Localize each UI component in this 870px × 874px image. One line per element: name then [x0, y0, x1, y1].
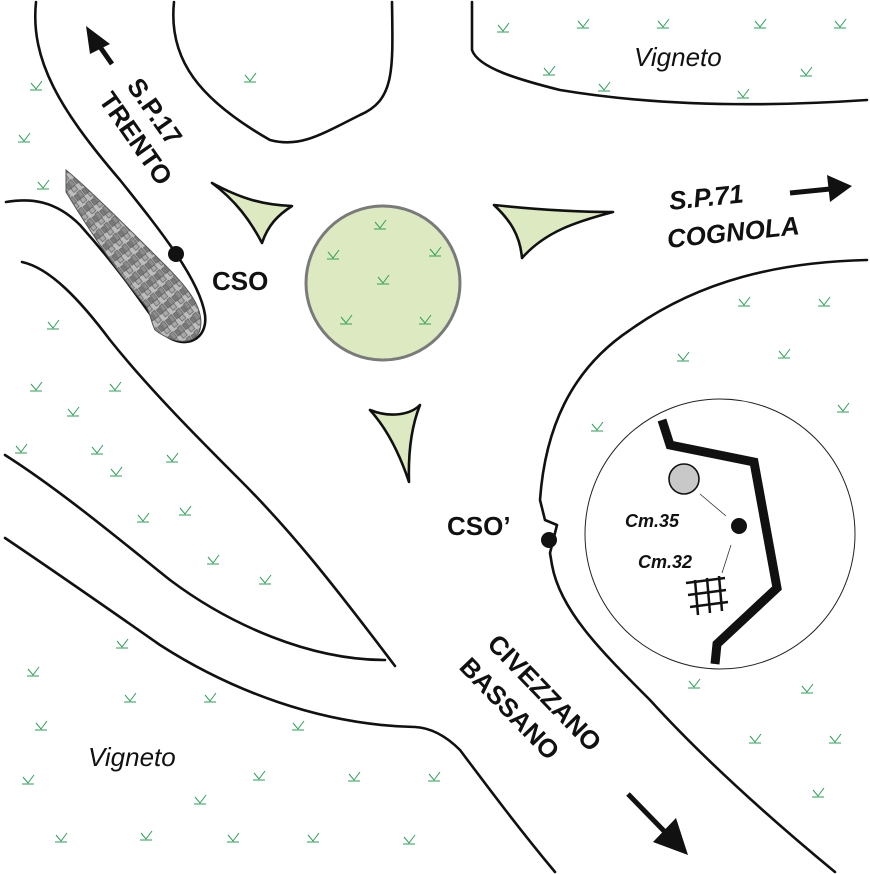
west-middle-edge — [3, 453, 387, 662]
cm32-grate — [685, 575, 729, 616]
label-cso: CSO — [212, 266, 268, 296]
west-inner-edge — [20, 260, 397, 668]
label-cm32: Cm.32 — [638, 552, 692, 572]
sp17-west-edge — [4, 0, 207, 344]
detail-circle — [584, 398, 856, 670]
north-vineyard-edge — [470, 0, 869, 106]
cm35-leader — [699, 493, 727, 517]
cso-point — [168, 246, 184, 262]
island-south — [368, 403, 422, 484]
label-cso-prime: CSO’ — [447, 511, 511, 541]
cm35-well — [668, 463, 700, 495]
label-cm35: Cm.35 — [625, 511, 680, 531]
label-sp71: S.P.71 — [667, 178, 744, 216]
cm32-leader — [721, 544, 732, 574]
arrow-trento — [86, 26, 115, 66]
road-edges — [3, 0, 869, 874]
east-edge — [538, 258, 869, 874]
label-vigneto-south: Vigneto — [88, 742, 176, 772]
cso-prime-point — [541, 532, 557, 548]
sp17-island-edge — [171, 0, 394, 144]
west-outer-edge — [3, 536, 557, 874]
label-vigneto-north: Vigneto — [634, 42, 722, 72]
island-northwest — [210, 181, 294, 245]
label-cognola: COGNOLA — [665, 210, 800, 254]
arrow-civezzano — [626, 792, 688, 855]
cm35-point — [731, 518, 747, 534]
island-northeast — [492, 203, 615, 260]
arrow-cognola — [789, 175, 852, 202]
wall-line — [657, 418, 782, 665]
riprap-stones — [65, 168, 202, 342]
